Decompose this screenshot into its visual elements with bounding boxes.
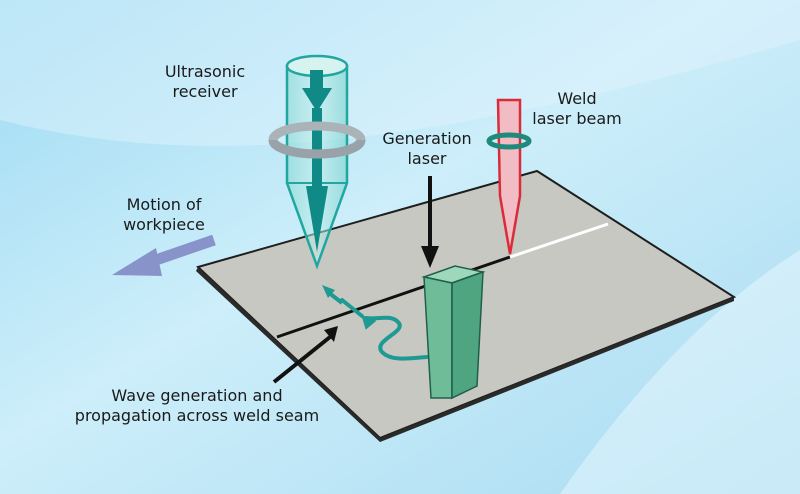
motion-arrow <box>112 234 216 276</box>
generation-laser-label-line2: laser <box>407 149 447 168</box>
wave-generation-label-line2: propagation across weld seam <box>74 406 320 425</box>
ultrasonic-receiver-label: Ultrasonic receiver <box>140 62 270 102</box>
wave-label-arrow <box>272 326 338 384</box>
wave-path <box>340 298 429 361</box>
weld-laser-beam <box>486 98 532 255</box>
wave-generation-label-line1: Wave generation and <box>111 386 283 405</box>
wave-arrow-upper <box>326 290 344 305</box>
weld-laser-beam-label-line1: Weld <box>557 89 597 108</box>
plate-front-edge <box>196 267 380 442</box>
generation-laser-arrow <box>421 176 439 268</box>
weld-laser-beam-label-line2: laser beam <box>532 109 622 128</box>
generation-pulse-prism <box>421 265 486 400</box>
generation-laser-label: Generation laser <box>362 129 492 169</box>
motion-of-workpiece-label: Motion of workpiece <box>108 195 220 235</box>
ultrasonic-receiver <box>268 54 366 270</box>
background-swoosh-lower <box>560 250 800 494</box>
weld-laser-beam-label: Weld laser beam <box>512 89 642 129</box>
motion-of-workpiece-label-line2: workpiece <box>123 215 205 234</box>
wave-arrowhead <box>361 315 377 330</box>
background-swoosh <box>0 0 800 146</box>
generation-laser-label-line1: Generation <box>382 129 472 148</box>
ultrasonic-receiver-label-line1: Ultrasonic <box>164 62 246 81</box>
plate-right-edge <box>380 297 734 442</box>
unwelded-seam <box>509 222 609 259</box>
ultrasonic-receiver-label-line2: receiver <box>172 82 238 101</box>
wave-generation-label: Wave generation and propagation across w… <box>56 386 338 426</box>
motion-of-workpiece-label-line1: Motion of <box>126 195 202 214</box>
